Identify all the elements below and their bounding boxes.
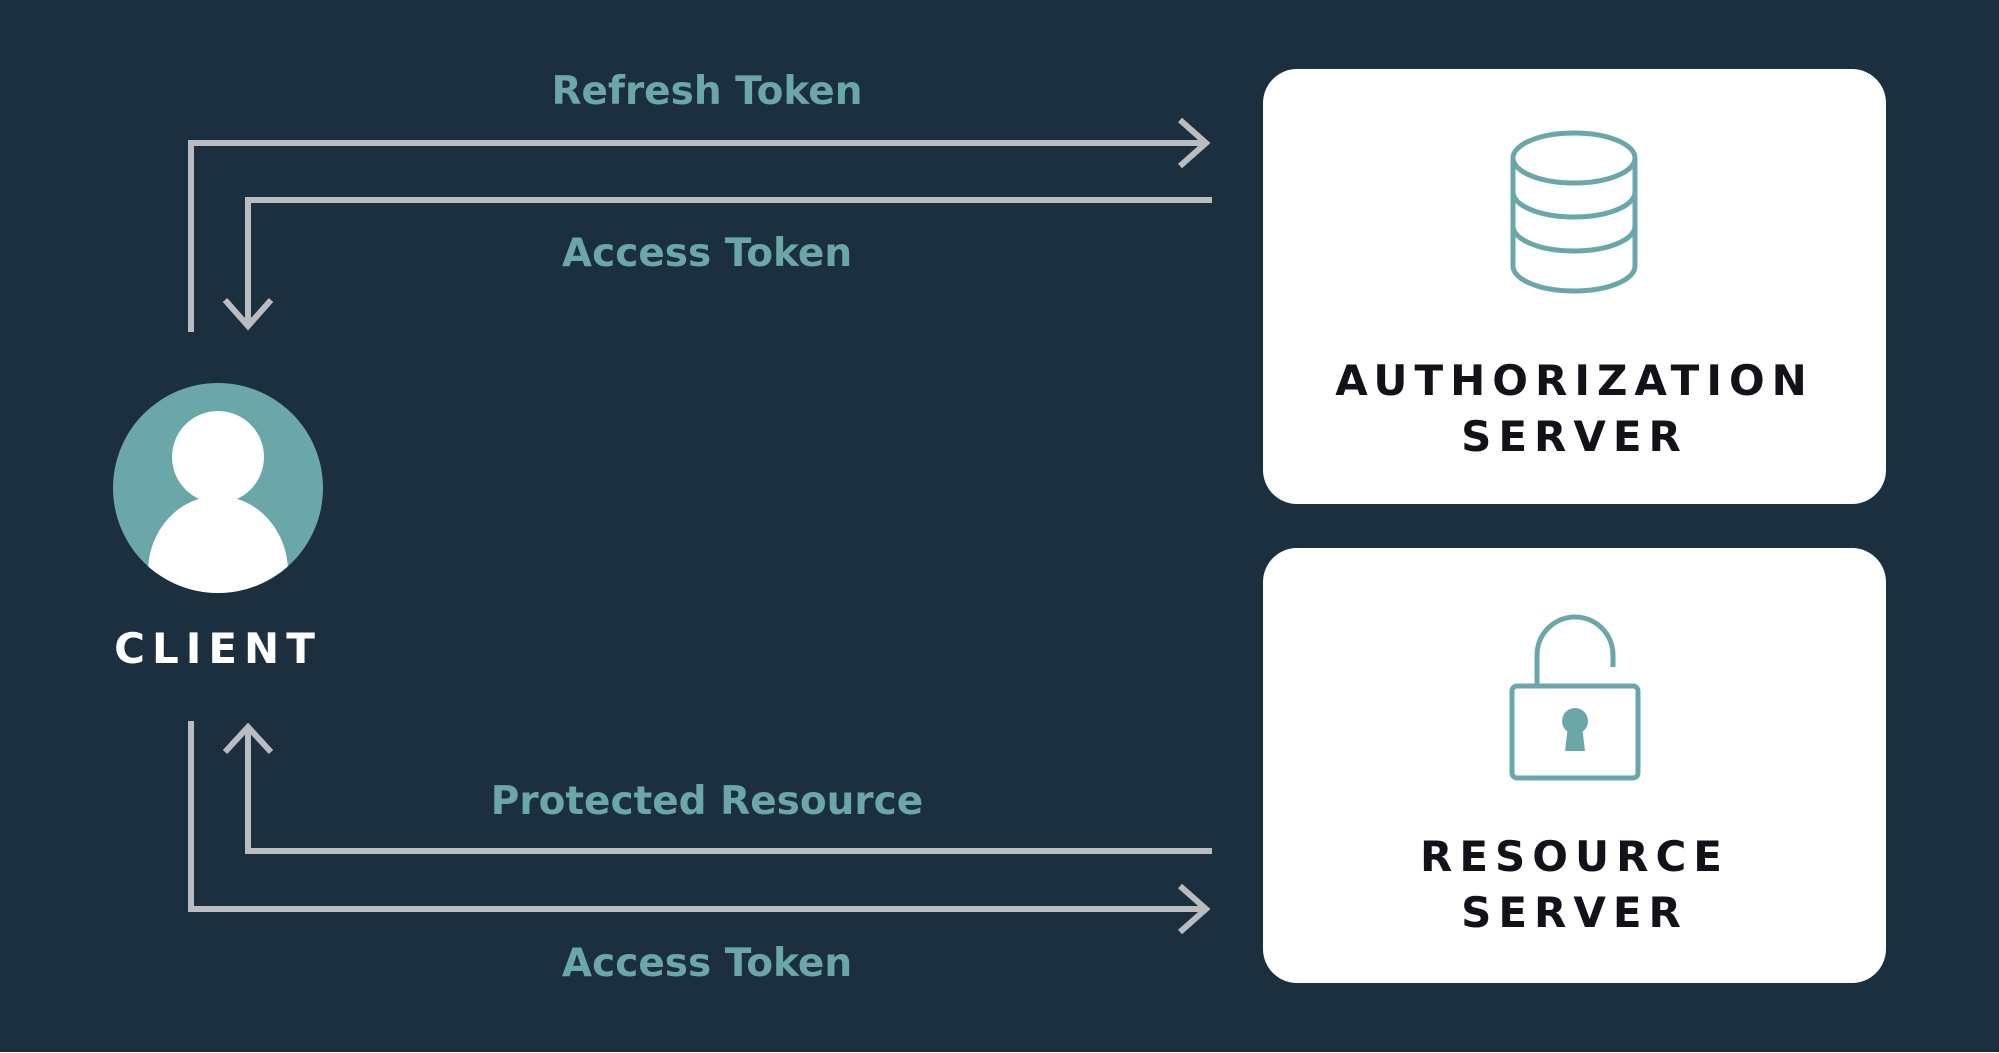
resource-server-card: RESOURCE SERVER [1263,548,1886,983]
refresh-token-arrowhead [1178,117,1211,169]
access-token-send-label: Access Token [561,941,853,986]
resource-server-title-line1: RESOURCE [1420,832,1729,881]
access-token-return-arrow [245,197,1212,325]
refresh-token-arrow [188,140,1205,332]
access-token-return-arrowhead [222,298,274,331]
authorization-server-card: AUTHORIZATION SERVER [1263,69,1886,504]
user-avatar-icon [113,383,323,593]
resource-server-title-line2: SERVER [1461,888,1688,937]
access-token-send-arrow [188,721,1205,912]
access-token-send-arrowhead [1178,883,1211,935]
resource-server-title: RESOURCE SERVER [1263,829,1886,941]
protected-resource-arrow [245,728,1212,854]
client-label: CLIENT [114,624,322,673]
padlock-open-icon [1509,614,1641,781]
protected-resource-label: Protected Resource [490,779,924,824]
protected-resource-arrowhead [222,722,274,755]
authorization-server-title-line2: SERVER [1461,412,1688,461]
database-icon [1510,130,1638,294]
authorization-server-title-line1: AUTHORIZATION [1335,356,1814,405]
authorization-server-title: AUTHORIZATION SERVER [1263,353,1886,465]
refresh-token-label: Refresh Token [551,69,863,114]
access-token-return-label: Access Token [561,231,853,276]
